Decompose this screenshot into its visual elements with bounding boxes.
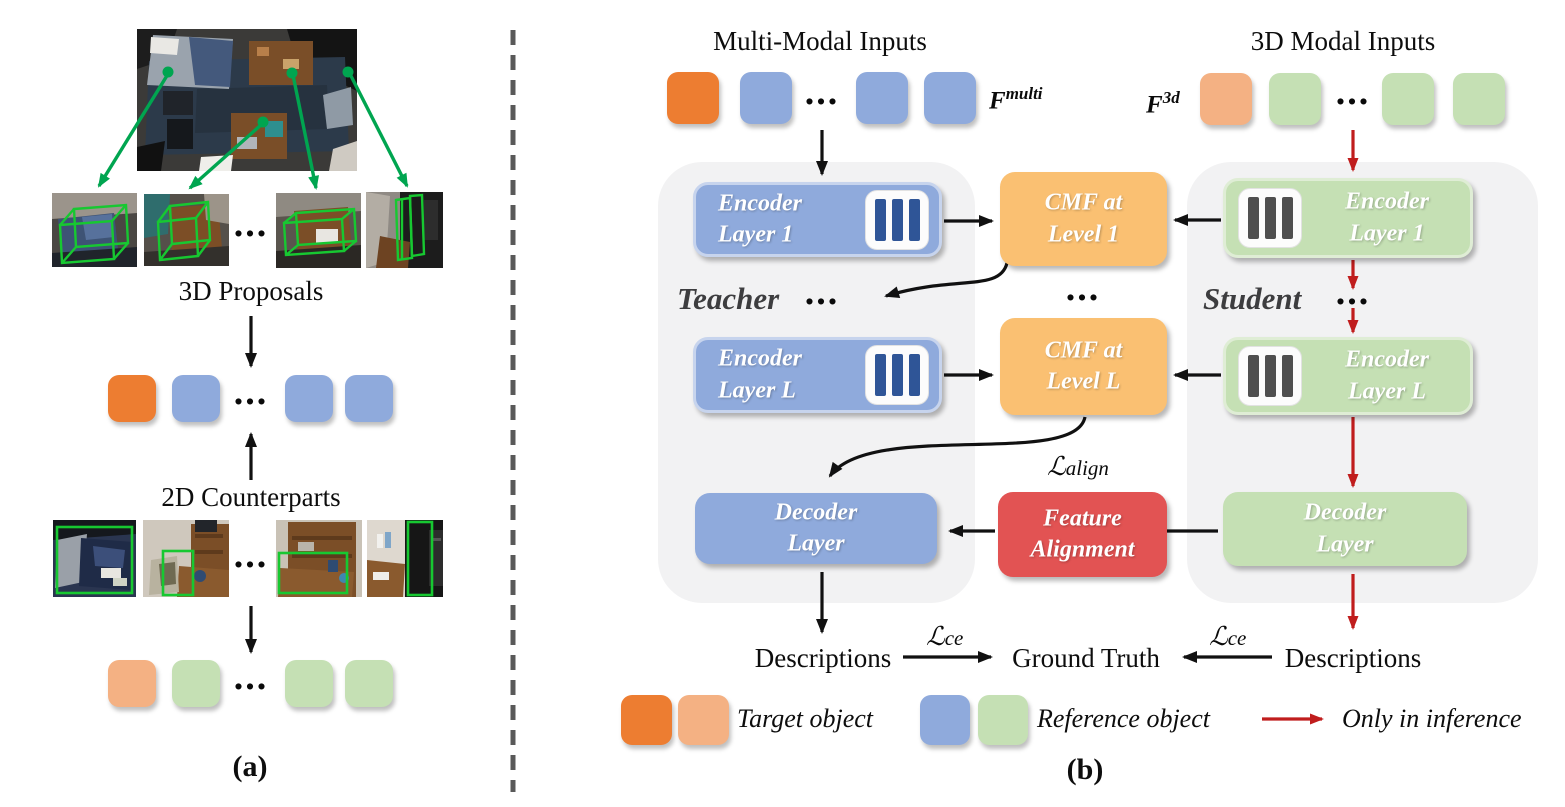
proposals-label: 3D Proposals: [178, 276, 324, 306]
counterpart-photo-2: [143, 520, 229, 597]
teacher-encoder1-line2: Layer 1: [718, 221, 794, 248]
loss-ce-left-symbol: ℒ: [926, 622, 945, 651]
cmf1-line1: CMF at: [1044, 189, 1123, 216]
student-encoderL-line1: Encoder: [1345, 346, 1429, 373]
cmfL-line1: CMF at: [1044, 336, 1123, 363]
counterparts-label: 2D Counterparts: [161, 482, 341, 512]
f-3d-label: F3d: [1146, 88, 1180, 119]
teacher-encoderL-line2: Layer L: [718, 377, 796, 403]
teacher-encoderL-line1: Encoder: [718, 345, 802, 372]
student-encoder-layer1: Encoder Layer 1: [1223, 178, 1473, 258]
teacher-encoder-layerL: Encoder Layer L: [693, 337, 942, 413]
loss-ce-left-label: ℒce: [926, 622, 963, 652]
legend-reference-2d-swatch: [978, 695, 1028, 745]
token-3dmodal-reference: [1382, 73, 1434, 125]
proposal-crop-4: [366, 192, 443, 268]
tokens-multi-ellipsis: ...: [804, 71, 840, 113]
loss-ce-right-label: ℒce: [1209, 622, 1246, 652]
tokens-2d-ellipsis: ...: [233, 656, 269, 698]
descriptions-right: Descriptions: [1284, 643, 1422, 673]
tokens-3dmodal-ellipsis: ...: [1335, 71, 1371, 113]
proposal-crop-2: [144, 194, 229, 266]
student-label: Student: [1203, 281, 1302, 316]
student-ellipsis: ...: [1335, 271, 1371, 313]
cmfL-line2: Level L: [1046, 368, 1121, 395]
teacher-encoder-layer1: Encoder Layer 1: [693, 182, 942, 257]
student-encoder1-line1: Encoder: [1345, 188, 1429, 215]
feature-layers-icon: [865, 345, 929, 405]
panel-b-caption: (b): [1066, 753, 1104, 786]
f-multi-base: F: [989, 87, 1006, 115]
token-3dmodal-target: [1200, 73, 1252, 125]
counterpart-photo-1: [53, 520, 136, 597]
token-2d-reference: [172, 660, 220, 707]
student-encoder1-line2: Layer 1: [1349, 220, 1425, 246]
token-3d-reference: [345, 375, 393, 422]
student-decoder-box: Decoder Layer: [1223, 492, 1467, 566]
f-3d-base: F: [1146, 91, 1163, 119]
multi-modal-title: Multi-Modal Inputs: [713, 26, 927, 56]
feature-layers-icon: [865, 189, 929, 250]
scene-overview-image: [137, 29, 357, 171]
legend-inference-label: Only in inference: [1342, 704, 1522, 733]
f-multi-sup: multi: [1005, 84, 1043, 103]
descriptions-left: Descriptions: [754, 643, 892, 673]
feature-layers-icon: [1238, 346, 1302, 406]
feature-alignment-line2: Alignment: [1030, 536, 1135, 563]
counterpart-photo-4: [367, 520, 443, 597]
token-multi-target: [667, 72, 719, 124]
student-decoder-line1: Decoder: [1303, 499, 1387, 526]
legend-reference-label: Reference object: [1037, 704, 1210, 733]
cmf1-line2: Level 1: [1047, 221, 1120, 247]
legend-target-label: Target object: [737, 704, 874, 733]
counterpart-photo-3: [276, 520, 362, 597]
token-2d-reference: [285, 660, 333, 707]
teacher-ellipsis: ...: [804, 271, 840, 313]
ground-truth-label: Ground Truth: [1012, 643, 1160, 673]
token-2d-target: [108, 660, 156, 707]
loss-ce-right-symbol: ℒ: [1209, 622, 1228, 651]
token-3dmodal-reference: [1453, 73, 1505, 125]
teacher-decoder-line1: Decoder: [774, 498, 858, 525]
cmf-level1-box: CMF at Level 1: [1000, 172, 1167, 266]
legend-target-3d-swatch: [621, 695, 672, 745]
token-3d-reference: [172, 375, 220, 422]
loss-align-symbol: ℒ: [1047, 452, 1066, 481]
student-decoder-line2: Layer: [1316, 531, 1374, 557]
loss-align-sub: align: [1065, 456, 1109, 480]
teacher-decoder-line2: Layer: [787, 530, 845, 557]
feature-alignment-box: Feature Alignment: [998, 492, 1167, 577]
student-encoderL-line2: Layer L: [1348, 378, 1426, 404]
photos-ellipsis: ...: [233, 534, 269, 576]
loss-ce-right-sub: ce: [1227, 626, 1247, 650]
token-2d-reference: [345, 660, 393, 707]
proposal-crop-3: [276, 193, 361, 268]
legend-reference-3d-swatch: [920, 695, 970, 745]
proposal-crop-1: [52, 193, 137, 267]
token-multi-reference: [924, 72, 976, 124]
token-3dmodal-reference: [1269, 73, 1321, 125]
legend-target-2d-swatch: [678, 695, 729, 745]
f-multi-label: Fmulti: [989, 84, 1043, 115]
token-3d-target: [108, 375, 156, 422]
teacher-decoder-box: Decoder Layer: [695, 493, 937, 564]
token-multi-reference: [740, 72, 792, 124]
loss-align-label: ℒalign: [1047, 452, 1109, 482]
cmf-ellipsis: ...: [1065, 267, 1101, 309]
teacher-encoder1-line1: Encoder: [718, 189, 802, 216]
feature-alignment-line1: Feature: [1043, 504, 1122, 531]
panel-a-caption: (a): [232, 750, 268, 783]
loss-ce-left-sub: ce: [944, 626, 964, 650]
teacher-label: Teacher: [677, 281, 780, 316]
proposals-ellipsis: ...: [233, 203, 269, 245]
feature-layers-icon: [1238, 188, 1302, 248]
modal-3d-title: 3D Modal Inputs: [1250, 26, 1436, 56]
student-encoder-layerL: Encoder Layer L: [1223, 337, 1473, 415]
f-3d-sup: 3d: [1162, 88, 1180, 107]
token-multi-reference: [856, 72, 908, 124]
cmf-levelL-box: CMF at Level L: [1000, 318, 1167, 415]
token-3d-reference: [285, 375, 333, 422]
tokens-3d-ellipsis: ...: [233, 371, 269, 413]
